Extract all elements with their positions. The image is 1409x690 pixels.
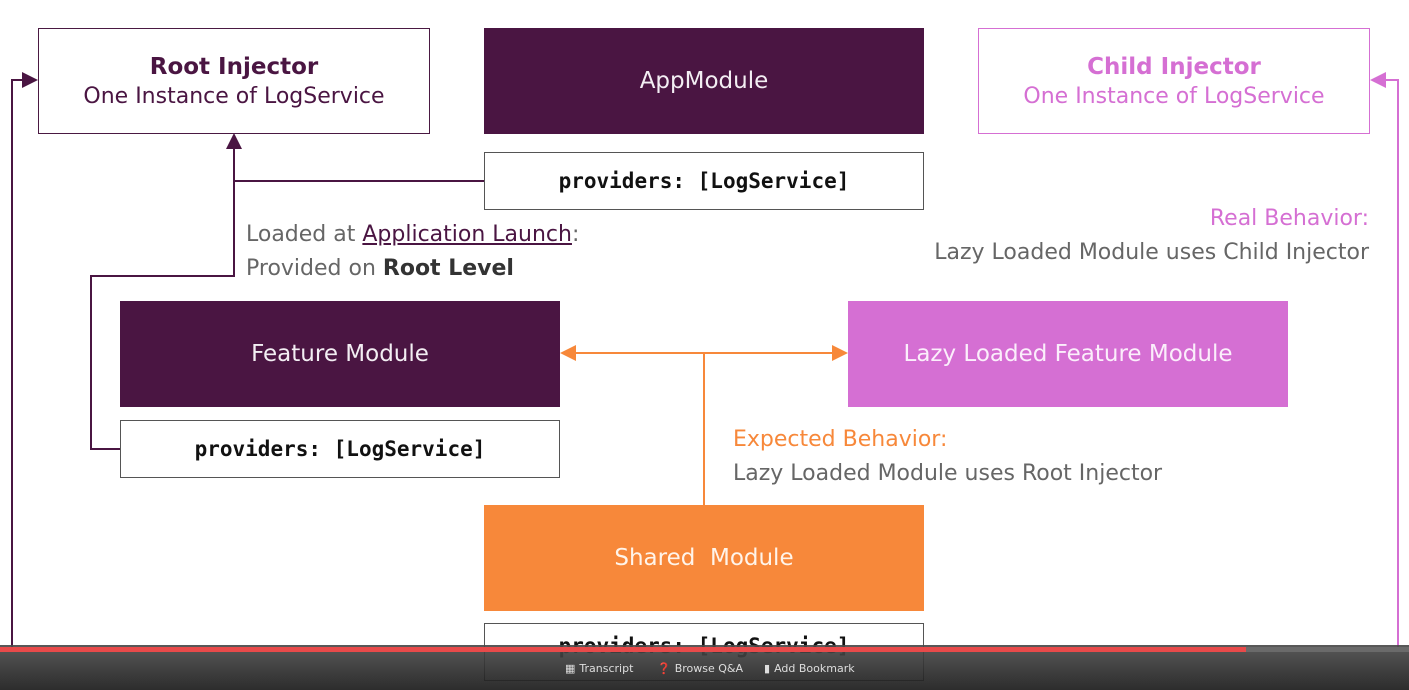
lazy-module-box: Lazy Loaded Feature Module xyxy=(848,301,1288,407)
left-root-line xyxy=(11,72,38,650)
child-injector-box: Child Injector One Instance of LogServic… xyxy=(978,28,1370,134)
feature-to-root-line xyxy=(90,181,235,450)
question-icon: ❓ xyxy=(657,662,671,675)
application-launch-link[interactable]: Application Launch xyxy=(362,222,572,247)
loaded-note-line1: Loaded at Application Launch: xyxy=(246,218,579,252)
add-bookmark-button[interactable]: ▮ Add Bookmark xyxy=(764,662,855,675)
expected-behavior-text: Lazy Loaded Module uses Root Injector xyxy=(733,461,1163,486)
app-module-label: AppModule xyxy=(639,68,769,94)
root-injector-title: Root Injector xyxy=(149,53,319,80)
root-level-text: Root Level xyxy=(382,256,514,281)
shared-module-box: Shared Module xyxy=(484,505,924,611)
transcript-label: Transcript xyxy=(579,662,634,675)
app-providers-text: providers: [LogService] xyxy=(558,169,850,193)
shared-module-label: Shared Module xyxy=(614,545,794,571)
loaded-note: Loaded at Application Launch: Provided o… xyxy=(246,218,579,286)
expected-behavior-note: Expected Behavior: Lazy Loaded Module us… xyxy=(733,423,1162,491)
progress-bar-played[interactable] xyxy=(0,647,1246,652)
lazy-module-label: Lazy Loaded Feature Module xyxy=(903,341,1233,367)
feature-providers-text: providers: [LogService] xyxy=(194,437,486,461)
real-behavior-note: Real Behavior: Lazy Loaded Module uses C… xyxy=(934,202,1369,270)
transcript-button[interactable]: ▦ Transcript xyxy=(565,662,633,675)
progress-bar-remaining[interactable] xyxy=(1246,647,1409,652)
real-behavior-text: Lazy Loaded Module uses Child Injector xyxy=(934,240,1369,265)
document-icon: ▦ xyxy=(565,662,576,675)
player-bar xyxy=(0,645,1409,690)
app-module-providers: providers: [LogService] xyxy=(484,152,924,210)
expected-behavior-title: Expected Behavior: xyxy=(733,427,948,452)
right-child-line xyxy=(1370,72,1399,650)
browse-qa-label: Browse Q&A xyxy=(674,662,744,675)
child-injector-title: Child Injector xyxy=(1087,53,1261,80)
feature-module-box: Feature Module xyxy=(120,301,560,407)
add-bookmark-label: Add Bookmark xyxy=(774,662,855,675)
root-injector-box: Root Injector One Instance of LogService xyxy=(38,28,430,134)
loaded-prefix: Loaded at xyxy=(246,222,363,247)
bookmark-icon: ▮ xyxy=(764,662,771,675)
app-to-root-line xyxy=(226,133,484,182)
loaded-note-line2: Provided on Root Level xyxy=(246,252,579,286)
real-behavior-title: Real Behavior: xyxy=(1209,206,1369,231)
child-injector-subtitle: One Instance of LogService xyxy=(1023,83,1325,109)
app-module-box: AppModule xyxy=(484,28,924,134)
root-injector-subtitle: One Instance of LogService xyxy=(83,83,385,109)
feature-module-label: Feature Module xyxy=(251,341,429,367)
provided-prefix: Provided on xyxy=(246,256,383,281)
browse-qa-button[interactable]: ❓ Browse Q&A xyxy=(657,662,743,675)
feature-module-providers: providers: [LogService] xyxy=(120,420,560,478)
loaded-colon: : xyxy=(571,222,580,247)
